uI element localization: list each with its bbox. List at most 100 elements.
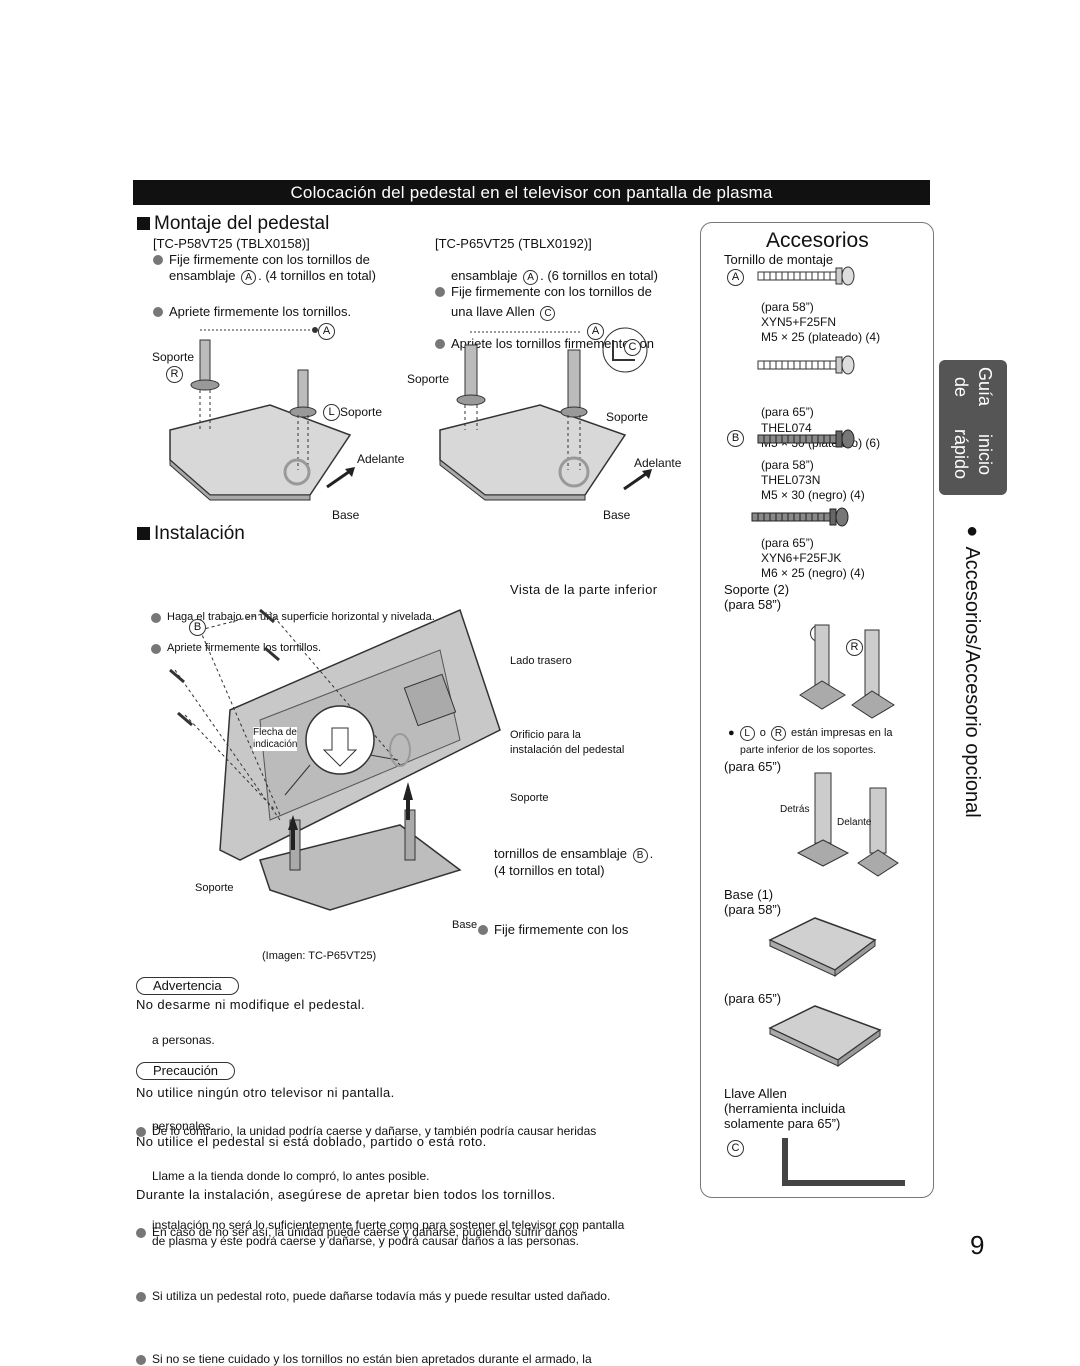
screw-a65-icon	[757, 355, 855, 375]
label-r-58: R	[166, 366, 183, 383]
label-b-acc: B	[727, 430, 744, 447]
fije-step-cont: tornillos de ensamblaje B.	[494, 846, 654, 863]
base-58-diagram	[768, 917, 877, 977]
soporte-label-65-2: Soporte	[606, 410, 649, 424]
model-58-label: [TC-P58VT25 (TBLX0158)]	[153, 236, 310, 251]
precaucion-text-1-cont: personales.	[152, 1119, 215, 1133]
a58-code: XYN5+F25FN	[761, 315, 837, 329]
montaje-65-step-1: Fije firmemente con los tornillos de	[435, 284, 1080, 300]
lr-note: ● L o R están impresas en la	[728, 726, 893, 741]
page-number: 9	[970, 1230, 985, 1260]
advertencia-text-cont: a personas.	[152, 1033, 215, 1047]
pedestal-assembly-65-diagram	[439, 327, 648, 501]
montaje-58-step-1: Fije firmemente con los tornillos de	[153, 252, 1080, 268]
screw-a-icon	[757, 266, 855, 286]
precaucion-text-3-cont: instalación no será lo suficientemente f…	[152, 1218, 625, 1232]
soporte-install-label: Soporte	[510, 792, 549, 804]
montaje-58-step-1-cont: ensamblaje A. (4 tornillos en total)	[169, 268, 376, 285]
soporte-65-pair-diagram	[796, 772, 899, 877]
model-65-label: [TC-P65VT25 (TBLX0192)]	[435, 236, 592, 251]
tv-installation-diagram	[169, 608, 501, 911]
precaucion-heading-2: No utilice el pedestal si está doblado, …	[136, 1134, 487, 1149]
section-title: Colocación del pedestal en el televisor …	[133, 180, 930, 205]
b58-spec: M5 × 30 (negro) (4)	[761, 488, 865, 502]
precaucion-text-1: En caso de no ser así, la unidad puede c…	[136, 1225, 1080, 1239]
precaucion-label: Precaución	[136, 1062, 236, 1080]
base-label-58: Base	[332, 508, 360, 522]
label-c-65: C	[624, 339, 641, 356]
base-65-para: (para 65”)	[724, 991, 782, 1006]
delante-label: Delante	[837, 817, 872, 828]
instalacion-heading: Instalación	[137, 523, 245, 545]
montaje-heading: Montaje del pedestal	[137, 213, 329, 235]
detras-label: Detrás	[780, 804, 810, 815]
screw-b58-icon	[757, 429, 855, 449]
soporte-acc-label: Soporte (2)	[724, 582, 790, 597]
base-label-65: Base	[603, 508, 631, 522]
montaje-58-step-2: Apriete firmemente los tornillos.	[153, 304, 1080, 320]
precaucion-text-2: Si utiliza un pedestal roto, puede dañar…	[136, 1289, 1080, 1303]
lr-note-cont: parte inferior de los soportes.	[740, 744, 876, 756]
fije-step-total: (4 tornillos en total)	[494, 863, 605, 878]
advertencia-heading: No desarme ni modifique el pedestal.	[136, 997, 366, 1012]
llave-label-1: Llave Allen	[724, 1086, 787, 1101]
allen-key-icon	[782, 1138, 905, 1186]
soporte-acc-para: (para 58”)	[724, 597, 782, 612]
instalacion-step-2: Apriete firmemente los tornillos.	[151, 641, 1080, 655]
label-a-58: A	[318, 323, 335, 340]
adelante-label-58: Adelante	[357, 452, 405, 466]
a58-para: (para 58”)	[761, 300, 814, 314]
pedestal-assembly-58-diagram	[169, 327, 352, 501]
llave-label-2: (herramienta incluida	[724, 1101, 846, 1116]
a65-code: THEL074	[761, 421, 812, 435]
soporte-58-pair-diagram	[799, 624, 895, 719]
b58-para: (para 58”)	[761, 458, 814, 472]
fije-step: Fije firmemente con los	[478, 922, 1080, 938]
montaje-65-step-2-cont: una llave Allen C	[451, 304, 557, 321]
accesorios-panel	[700, 222, 934, 1198]
a65-para: (para 65”)	[761, 405, 814, 419]
front-arrow-58-icon	[326, 467, 355, 489]
precaucion-text-3: Si no se tiene cuidado y los tornillos n…	[136, 1352, 1080, 1366]
base-acc-label: Base (1)	[724, 887, 774, 902]
orificio-label-2: instalación del pedestal	[510, 744, 625, 756]
precaucion-text-2-cont: Llame a la tienda donde lo compró, lo an…	[152, 1169, 430, 1183]
label-r-acc: R	[846, 639, 863, 656]
precaucion-text-3-cont2: de plasma y éste podrá caerse y dañarse,…	[152, 1234, 579, 1248]
label-a-acc: A	[727, 269, 744, 286]
lado-trasero-label: Lado trasero	[510, 655, 572, 667]
adelante-label-65: Adelante	[634, 456, 682, 470]
b58-code: THEL073N	[761, 473, 821, 487]
soporte-lower-label: Soporte	[195, 882, 234, 894]
base-acc-para: (para 58”)	[724, 902, 782, 917]
precaucion-heading-3: Durante la instalación, asegúrese de apr…	[136, 1187, 556, 1202]
b65-code: XYN6+F25FJK	[761, 551, 842, 565]
front-arrow-65-icon	[623, 469, 652, 491]
base-install-label: Base	[452, 919, 478, 931]
soporte-label-65-1: Soporte	[407, 372, 450, 386]
instalacion-step-1: Haga el trabajo en una superficie horizo…	[151, 610, 1080, 624]
orificio-label-1: Orificio para la	[510, 729, 581, 741]
llave-label-3: solamente para 65”)	[724, 1116, 841, 1131]
b65-spec: M6 × 25 (negro) (4)	[761, 566, 865, 580]
label-l-58: L	[323, 404, 340, 421]
advertencia-text: De lo contrario, la unidad podría caerse…	[136, 1124, 1080, 1138]
precaucion-heading-1: No utilice ningún otro televisor ni pant…	[136, 1085, 395, 1100]
label-c-acc: C	[727, 1140, 744, 1157]
base-65-diagram	[768, 1005, 882, 1067]
vista-label: Vista de la parte inferior	[510, 582, 658, 597]
label-b-install: B	[189, 619, 206, 636]
a58-spec: M5 × 25 (plateado) (4)	[761, 330, 881, 344]
soporte-l-label: Soporte	[340, 405, 383, 419]
para65-label: (para 65”)	[724, 759, 782, 774]
side-section-label: ● Accesorios/Accesorio opcional	[961, 520, 983, 818]
tornillo-label: Tornillo de montaje	[724, 252, 834, 267]
soporte-r-label: Soporte	[152, 350, 195, 364]
accesorios-heading: Accesorios	[766, 229, 869, 252]
imagen-caption: (Imagen: TC-P65VT25)	[262, 950, 377, 962]
montaje-65-step-1-cont: ensamblaje A. (6 tornillos en total)	[451, 268, 658, 285]
label-a-65: A	[587, 323, 604, 340]
advertencia-label: Advertencia	[136, 977, 239, 995]
